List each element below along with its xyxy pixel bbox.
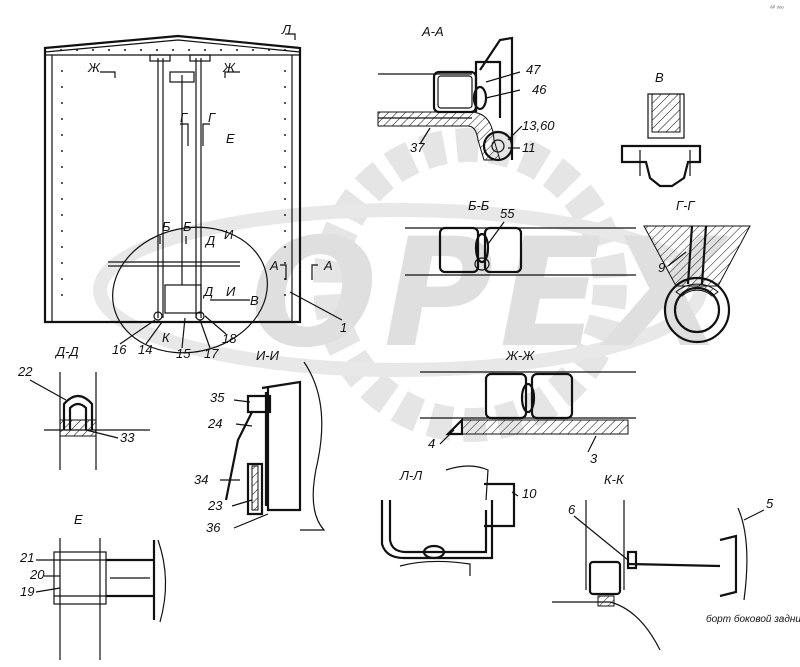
mark-i1: И — [224, 227, 234, 242]
mark-zh-left: Ж — [87, 60, 101, 75]
callout-23: 23 — [207, 498, 223, 513]
callout-10: 10 — [522, 486, 537, 501]
section-zhzh — [420, 371, 636, 453]
corner-mark: ᴬᴾ ᵒᵒᵒ — [769, 4, 784, 12]
callout-36: 36 — [206, 520, 221, 535]
callout-9: 9 — [658, 260, 665, 275]
callout-35: 35 — [210, 390, 225, 405]
section-ll-title: Л-Л — [399, 468, 422, 483]
callout-14: 14 — [138, 342, 152, 357]
section-gg-title: Г-Г — [676, 198, 695, 213]
view-v — [620, 93, 702, 188]
mark-a1: А — [269, 258, 279, 273]
callout-24: 24 — [207, 416, 222, 431]
mark-zh-right: Ж — [222, 60, 236, 75]
section-ll — [380, 465, 519, 576]
mark-b1: Б — [162, 219, 171, 234]
callout-17: 17 — [204, 346, 219, 361]
section-gg — [643, 225, 751, 344]
callout-3: 3 — [590, 451, 598, 466]
callout-6: 6 — [568, 502, 576, 517]
callout-1: 1 — [340, 320, 347, 335]
section-aa — [377, 36, 523, 162]
callout-19: 19 — [20, 584, 34, 599]
callout-46: 46 — [532, 82, 547, 97]
callout-47: 47 — [526, 62, 541, 77]
section-kk — [552, 500, 765, 651]
callout-16: 16 — [112, 342, 127, 357]
callout-15: 15 — [176, 346, 191, 361]
callout-20: 20 — [29, 567, 45, 582]
main-view — [43, 33, 343, 354]
section-v-title: В — [655, 70, 664, 85]
section-e-title: Е — [74, 512, 83, 527]
callout-33: 33 — [120, 430, 135, 445]
mark-i2: И — [226, 284, 236, 299]
mark-d1: Д — [204, 233, 215, 248]
mark-v: В — [250, 293, 259, 308]
mark-d2: Д — [202, 284, 213, 299]
section-dd-title: Д-Д — [54, 344, 79, 359]
mark-g2: Г — [208, 110, 216, 125]
callout-11: 11 — [522, 140, 536, 155]
section-ii-title: И-И — [256, 348, 280, 363]
callout-55: 55 — [500, 206, 515, 221]
section-bb — [405, 221, 636, 276]
section-kk-title: К-К — [604, 472, 625, 487]
mark-l: Л — [281, 22, 291, 37]
watermark-text: OPEX — [250, 207, 730, 381]
callout-37: 37 — [410, 140, 425, 155]
callout-5: 5 — [766, 496, 774, 511]
section-ii — [220, 361, 326, 531]
note-rear-side-board: борт боковой задний — [706, 613, 800, 625]
mark-b2: Б — [183, 219, 192, 234]
section-aa-title: А-А — [421, 24, 444, 39]
section-dd — [29, 372, 150, 470]
mark-k: К — [162, 330, 171, 345]
callout-34: 34 — [194, 472, 208, 487]
view-e — [35, 538, 167, 660]
callout-1360: 13,60 — [522, 118, 555, 133]
section-bb-title: Б-Б — [468, 198, 490, 213]
mark-a2: А — [323, 258, 333, 273]
mark-g1: Г — [180, 110, 188, 125]
callout-4: 4 — [428, 436, 435, 451]
callout-18: 18 — [222, 331, 237, 346]
mark-e: Е — [226, 131, 235, 146]
callout-22: 22 — [17, 364, 33, 379]
section-zhzh-title: Ж-Ж — [505, 348, 535, 363]
callout-21: 21 — [19, 550, 34, 565]
